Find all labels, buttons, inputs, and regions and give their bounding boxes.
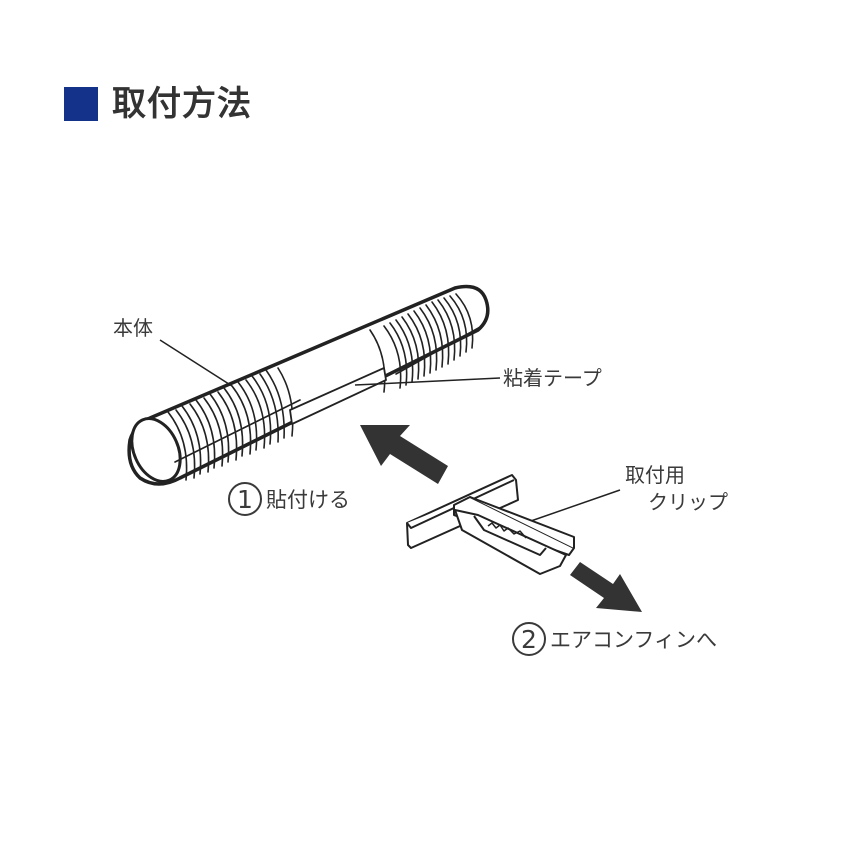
label-adhesive-tape: 粘着テープ <box>503 366 602 390</box>
page-title: 取付方法 <box>112 84 252 124</box>
leader-lines <box>159 339 621 523</box>
step-1-text: 貼付ける <box>266 488 350 512</box>
step-1: 1 貼付ける <box>228 482 350 516</box>
step-1-number: 1 <box>228 482 262 516</box>
arrow-install-icon <box>570 562 642 612</box>
section-header: 取付方法 <box>64 84 252 124</box>
label-body: 本体 <box>113 316 153 340</box>
clip-illustration <box>406 474 575 575</box>
label-clip-line2: クリップ <box>648 490 728 514</box>
arrow-attach-icon <box>360 425 448 484</box>
step-2: 2 エアコンフィンへ <box>512 622 717 656</box>
step-2-text: エアコンフィンへ <box>550 628 717 652</box>
label-clip-line1: 取付用 <box>625 463 685 487</box>
step-2-number: 2 <box>512 622 546 656</box>
product-body-illustration <box>127 284 490 486</box>
header-square-icon <box>64 87 98 121</box>
